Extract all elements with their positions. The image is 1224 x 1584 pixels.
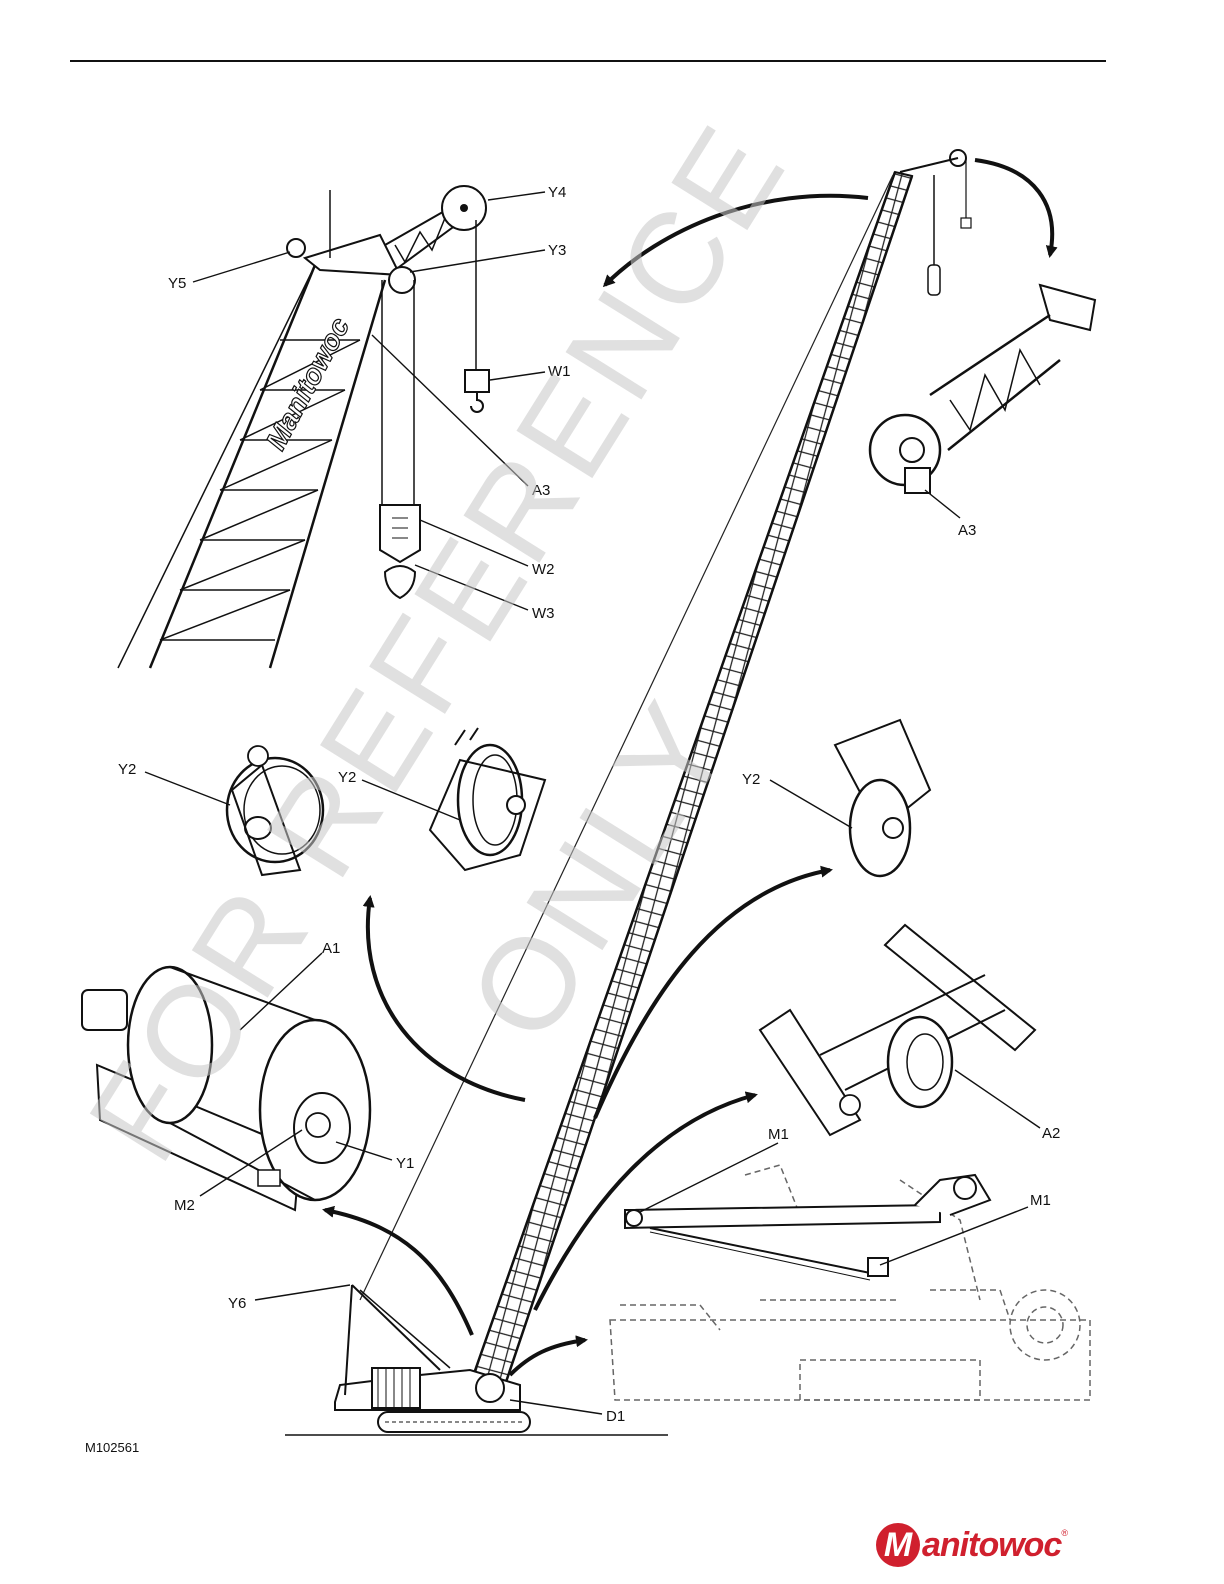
callout-w3: W3 [532, 605, 555, 622]
callout-y2-left: Y2 [118, 761, 136, 778]
callout-w1: W1 [548, 363, 571, 380]
logo-registered-mark: ® [1061, 1528, 1068, 1538]
logo-badge: M [876, 1523, 920, 1567]
callout-y1: Y1 [396, 1155, 414, 1172]
callout-y2-mid: Y2 [338, 769, 356, 786]
jib-a3-detail [870, 285, 1095, 493]
callout-m2: M2 [174, 1197, 195, 1214]
callout-a1: A1 [322, 940, 340, 957]
callout-a2: A2 [1042, 1125, 1060, 1142]
winch-drum-a1 [82, 967, 370, 1210]
manitowoc-logo: M anitowoc ® [876, 1520, 1068, 1570]
callout-y6: Y6 [228, 1295, 246, 1312]
figure-id: M102561 [85, 1440, 139, 1455]
sheave-y2-right [835, 720, 930, 876]
callout-w2: W2 [532, 561, 555, 578]
sheave-y2-left [227, 746, 323, 875]
logo-wordmark: anitowoc [922, 1526, 1061, 1565]
callout-a3-top: A3 [532, 482, 550, 499]
callout-y5: Y5 [168, 275, 186, 292]
callout-m1-right: M1 [1030, 1192, 1051, 1209]
callout-d1: D1 [606, 1408, 625, 1425]
sheave-y2-mid [430, 728, 545, 870]
callout-m1-top: M1 [768, 1126, 789, 1143]
callout-a3-right: A3 [958, 522, 976, 539]
mounting-frame-m1 [610, 1165, 1090, 1400]
boom-top-detail: Manitowoc [118, 186, 489, 668]
callout-y2-right: Y2 [742, 771, 760, 788]
roller-assembly-a2 [760, 925, 1035, 1135]
callout-y3: Y3 [548, 242, 566, 259]
callout-y4: Y4 [548, 184, 566, 201]
